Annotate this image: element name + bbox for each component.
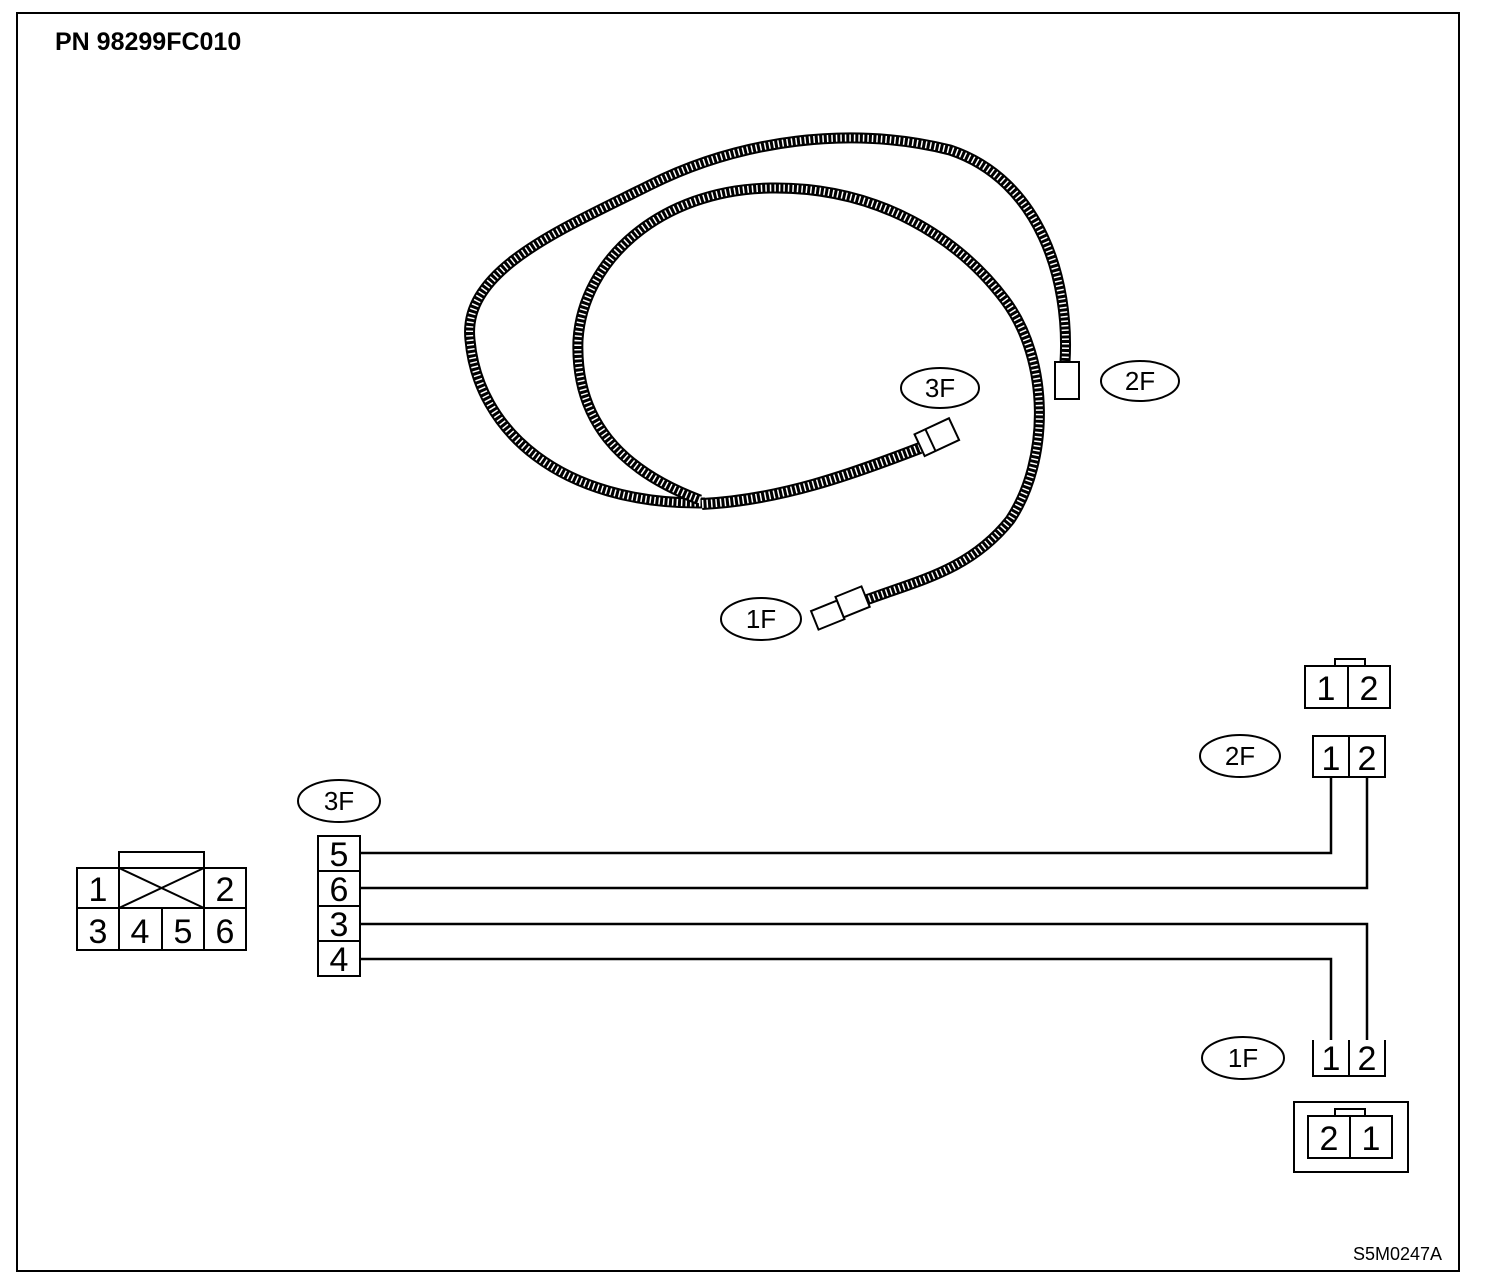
harness-tag-2f-text: 2F bbox=[1125, 366, 1155, 396]
connector-1f-face-view bbox=[1293, 1101, 1409, 1173]
harness-illustration bbox=[464, 132, 1080, 631]
face-3f-pin-2: 2 bbox=[216, 871, 235, 909]
part-number-title: PN 98299FC010 bbox=[55, 28, 242, 56]
connector-1f-tag-text: 1F bbox=[1228, 1043, 1258, 1073]
wire-3f5-to-2f1 bbox=[360, 777, 1333, 855]
harness-tag-2f: 2F bbox=[1100, 360, 1180, 402]
harness-trunk bbox=[701, 442, 923, 510]
drawing-frame bbox=[16, 12, 1460, 1272]
connector-3f-pin-5: 5 bbox=[330, 836, 349, 874]
connector-1f-pin-1: 1 bbox=[1322, 1040, 1341, 1078]
connector-2f-tag-text: 2F bbox=[1225, 741, 1255, 771]
harness-inner-branch bbox=[572, 182, 1045, 606]
face-2f-pin-1: 1 bbox=[1317, 670, 1336, 708]
connector-3f-tag: 3F bbox=[297, 779, 381, 823]
connector-2f-pins bbox=[1312, 735, 1386, 778]
harness-tag-1f: 1F bbox=[720, 597, 802, 641]
connector-3f-pin-4: 4 bbox=[330, 941, 349, 979]
connector-3f-tag-text: 3F bbox=[324, 786, 354, 816]
connector-2f-pin-2: 2 bbox=[1358, 740, 1377, 778]
connector-1f-pin-2: 2 bbox=[1358, 1040, 1377, 1078]
connector-3f-face-view bbox=[76, 851, 247, 951]
wire-3f6-to-2f2 bbox=[360, 777, 1369, 890]
harness-plug-2f bbox=[1054, 361, 1080, 400]
connector-3f-pin-6: 6 bbox=[330, 871, 349, 909]
connector-3f-pin-3: 3 bbox=[330, 906, 349, 944]
face-3f-pin-4: 4 bbox=[131, 913, 150, 951]
connector-2f-tag: 2F bbox=[1199, 734, 1281, 778]
connector-2f-face-view bbox=[1304, 658, 1391, 709]
wire-3f3-to-1f2 bbox=[360, 922, 1369, 1040]
face-1f-pin-2: 2 bbox=[1320, 1120, 1339, 1158]
harness-tag-3f: 3F bbox=[900, 367, 980, 409]
face-3f-pin-3: 3 bbox=[89, 913, 108, 951]
harness-plug-3f bbox=[913, 416, 961, 458]
wire-3f4-to-1f1 bbox=[360, 957, 1333, 1040]
connector-1f-pins bbox=[1312, 1040, 1386, 1077]
connector-1f-tag: 1F bbox=[1201, 1036, 1285, 1080]
face-1f-pin-1: 1 bbox=[1362, 1120, 1381, 1158]
harness-tag-3f-text: 3F bbox=[925, 373, 955, 403]
connector-2f-pin-1: 1 bbox=[1322, 740, 1341, 778]
figure-code: S5M0247A bbox=[1352, 1244, 1442, 1264]
face-2f-pin-2: 2 bbox=[1360, 670, 1379, 708]
face-3f-pin-6: 6 bbox=[216, 913, 235, 951]
harness-tag-1f-text: 1F bbox=[746, 604, 776, 634]
face-3f-pin-1: 1 bbox=[89, 871, 108, 909]
face-3f-pin-5: 5 bbox=[174, 913, 193, 951]
wires bbox=[360, 777, 1369, 1040]
